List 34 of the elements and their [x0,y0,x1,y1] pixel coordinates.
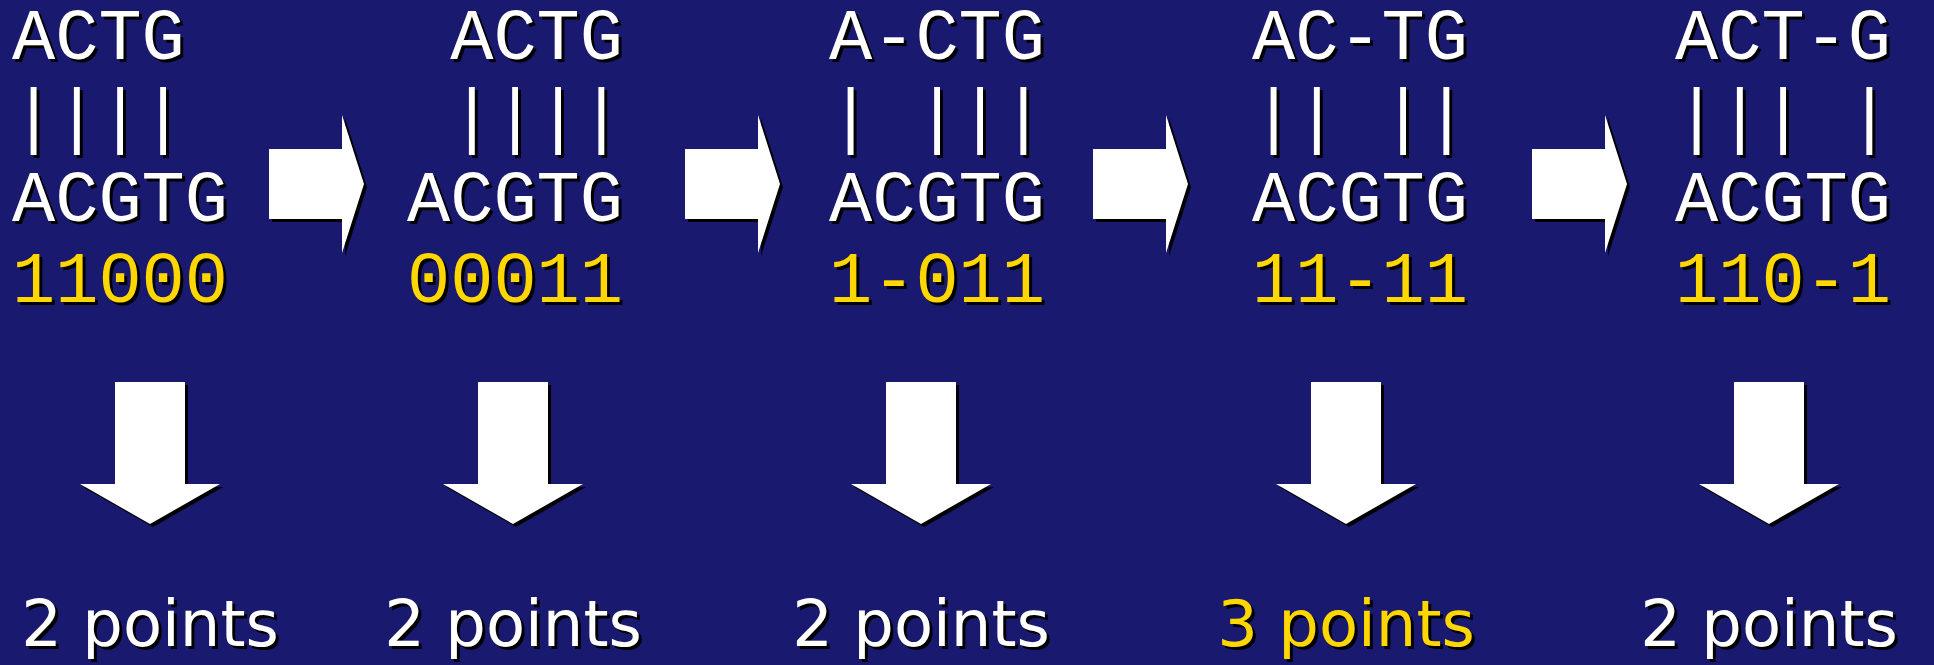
block-arrow [685,115,783,256]
score-label: 2 points [792,587,1050,661]
score-label: 2 points [1640,587,1898,661]
sequence-text: ACT-G [1675,0,1892,81]
sequence-text: ACGTG [1675,162,1892,243]
sequence-text: A-CTG [829,0,1046,81]
block-arrow [1532,115,1630,256]
score-label: 2 points [21,587,279,661]
block-arrow [269,115,367,256]
score-string: 1-011 [829,243,1046,324]
match-bars: |||| [12,81,185,162]
block-arrow [1093,115,1191,256]
sequence-text: ACTG [450,0,623,81]
block-arrow [851,382,994,527]
match-bars: |||| [450,81,623,162]
sequence-text: ACGTG [829,162,1046,243]
score-label: 2 points [384,587,642,661]
block-arrow [443,382,586,527]
sequence-text: ACTG [12,0,185,81]
sequence-text: AC-TG [1252,0,1469,81]
match-bars: || || [1252,81,1469,162]
sequence-text: ACGTG [12,162,229,243]
score-string: 11000 [12,243,229,324]
score-string: 00011 [407,243,624,324]
sequence-text: ACGTG [1252,162,1469,243]
block-arrow [1699,382,1842,527]
score-string: 110-1 [1675,243,1892,324]
match-bars: | ||| [829,81,1046,162]
score-string: 11-11 [1252,243,1469,324]
sequence-text: ACGTG [407,162,624,243]
block-arrow [80,382,223,527]
block-arrow [1276,382,1419,527]
score-label: 3 points [1217,587,1475,661]
match-bars: ||| | [1675,81,1892,162]
